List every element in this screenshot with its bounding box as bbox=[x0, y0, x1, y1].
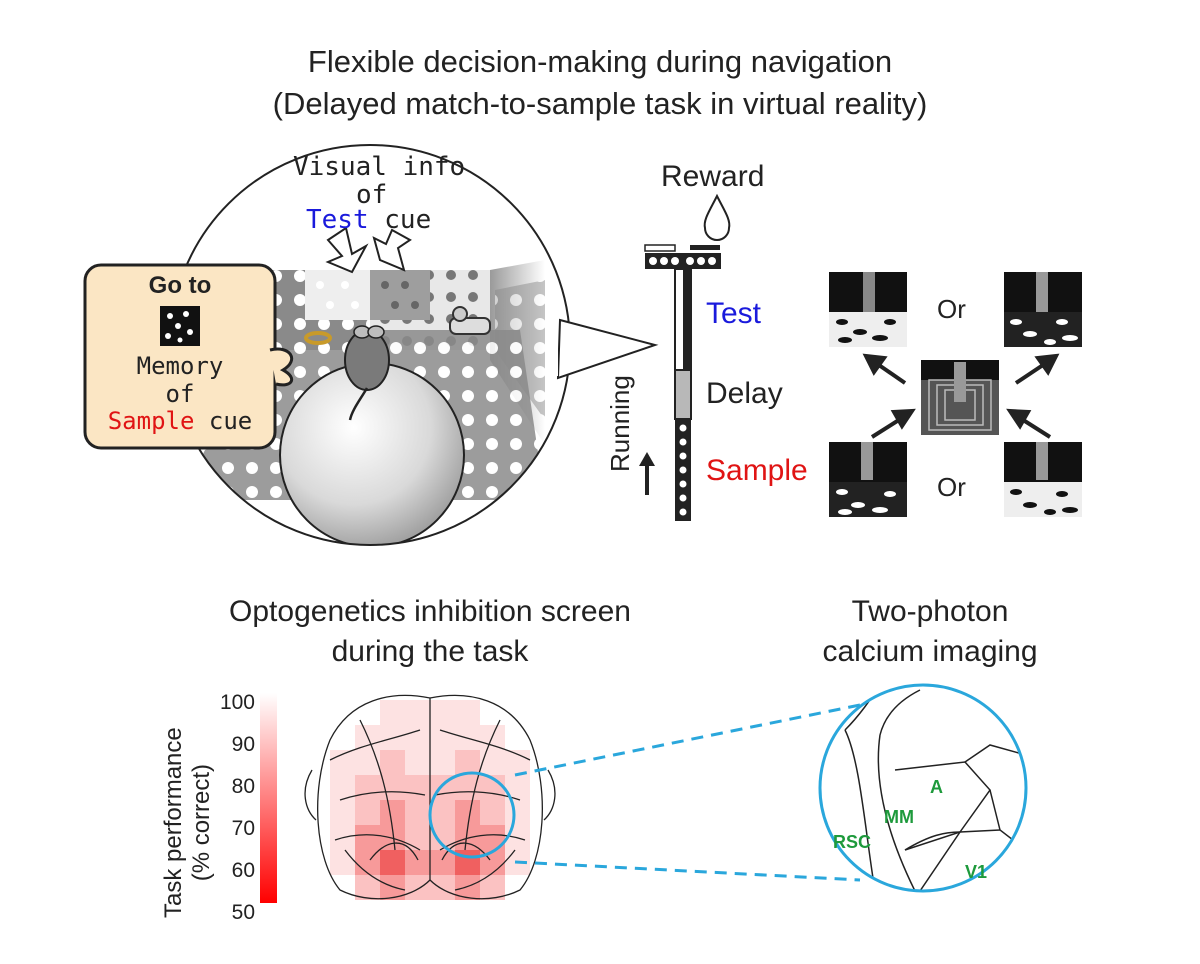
heat-tile bbox=[355, 750, 380, 775]
heat-tile bbox=[405, 775, 430, 800]
area-label-v1: V1 bbox=[965, 862, 988, 882]
cue-arrows bbox=[325, 226, 412, 274]
area-label-a: A bbox=[930, 777, 943, 797]
heat-tile bbox=[355, 800, 380, 825]
test-view-left bbox=[829, 272, 907, 347]
running-label: Running bbox=[605, 375, 635, 472]
heat-tile bbox=[480, 800, 505, 825]
brain-heatmap bbox=[304, 694, 556, 900]
sample-word: Sample bbox=[107, 407, 195, 435]
zoom-connectors bbox=[514, 703, 861, 882]
test-label: Test bbox=[706, 297, 762, 330]
heat-tile bbox=[380, 800, 405, 825]
memory-bubble bbox=[83, 263, 294, 450]
track-diagram bbox=[639, 193, 731, 521]
imaging-title-line2: calcium imaging bbox=[822, 635, 1038, 668]
opto-title-line1: Optogenetics inhibition screen bbox=[229, 595, 631, 628]
heat-tile bbox=[430, 800, 455, 825]
heat-tile bbox=[380, 725, 405, 750]
main-title-line2: (Delayed match-to-sample task in virtual… bbox=[272, 86, 928, 121]
bubble-sample-cue: Sample cue bbox=[85, 407, 275, 435]
sample-label: Sample bbox=[706, 454, 808, 487]
heat-tile bbox=[405, 850, 430, 875]
heat-tile bbox=[405, 700, 430, 725]
visual-info-of: of bbox=[356, 180, 388, 210]
heat-tile bbox=[480, 750, 505, 775]
tick-90: 90 bbox=[231, 733, 255, 756]
cue-word: cue bbox=[384, 205, 432, 235]
heat-tile bbox=[480, 850, 505, 875]
sample-view-right bbox=[1004, 442, 1082, 517]
heat-tile bbox=[455, 725, 480, 750]
colorbar bbox=[260, 693, 277, 903]
tick-50: 50 bbox=[231, 901, 255, 924]
sample-view-left bbox=[829, 442, 907, 517]
heat-tile bbox=[455, 800, 480, 825]
bubble-of: of bbox=[165, 380, 195, 408]
heat-tile bbox=[380, 700, 405, 725]
heat-tile bbox=[405, 875, 430, 900]
heat-tile bbox=[355, 850, 380, 875]
tick-70: 70 bbox=[231, 817, 255, 840]
heat-tile bbox=[380, 850, 405, 875]
tick-100: 100 bbox=[219, 691, 255, 714]
heat-tile bbox=[405, 825, 430, 850]
delay-view bbox=[921, 360, 999, 435]
heat-tile bbox=[430, 725, 455, 750]
or-bottom: Or bbox=[937, 472, 966, 502]
area-label-mm: MM bbox=[884, 807, 914, 827]
delay-label: Delay bbox=[706, 377, 783, 410]
heat-tile bbox=[430, 700, 455, 725]
heat-tile bbox=[430, 850, 455, 875]
heat-tile bbox=[380, 775, 405, 800]
heat-tile bbox=[405, 800, 430, 825]
heat-tile bbox=[355, 775, 380, 800]
tick-60: 60 bbox=[231, 859, 255, 882]
heat-tile bbox=[405, 725, 430, 750]
heat-tile bbox=[430, 750, 455, 775]
visual-info-label: Visual info bbox=[293, 152, 466, 182]
heat-tile bbox=[405, 750, 430, 775]
or-top: Or bbox=[937, 294, 966, 324]
heat-tile bbox=[430, 875, 455, 900]
bubble-memory: Memory bbox=[136, 352, 224, 380]
heat-tile bbox=[455, 775, 480, 800]
heat-tile bbox=[455, 750, 480, 775]
zoom-circle bbox=[818, 683, 1028, 893]
heat-tile bbox=[380, 750, 405, 775]
heat-tile bbox=[455, 700, 480, 725]
area-label-rsc: RSC bbox=[833, 832, 872, 852]
test-word: Test bbox=[306, 205, 369, 235]
bubble-goto: Go to bbox=[148, 272, 212, 299]
colorbar-label-line1: Task performance bbox=[160, 727, 187, 918]
test-view-right bbox=[1004, 272, 1082, 347]
colorbar-ticks: 100 90 80 70 60 50 bbox=[215, 682, 255, 934]
heat-tile bbox=[330, 850, 355, 875]
colorbar-label: Task performance (% correct) bbox=[160, 727, 216, 918]
tick-80: 80 bbox=[231, 775, 255, 798]
reward-label: Reward bbox=[661, 160, 765, 193]
flow-arrows bbox=[862, 353, 1060, 439]
heat-tile bbox=[330, 800, 355, 825]
vr-views bbox=[829, 272, 1082, 517]
colorbar-label-line2: (% correct) bbox=[188, 763, 215, 882]
main-title-line1: Flexible decision-making during navigati… bbox=[307, 44, 893, 79]
imaging-title-line1: Two-photon bbox=[851, 595, 1009, 628]
opto-title-line2: during the task bbox=[331, 635, 529, 668]
test-cue-line: Test cue bbox=[306, 205, 431, 235]
heat-tile bbox=[355, 825, 380, 850]
bubble-cue-word: cue bbox=[208, 407, 253, 435]
heat-tile bbox=[505, 800, 530, 825]
heat-tile bbox=[330, 775, 355, 800]
